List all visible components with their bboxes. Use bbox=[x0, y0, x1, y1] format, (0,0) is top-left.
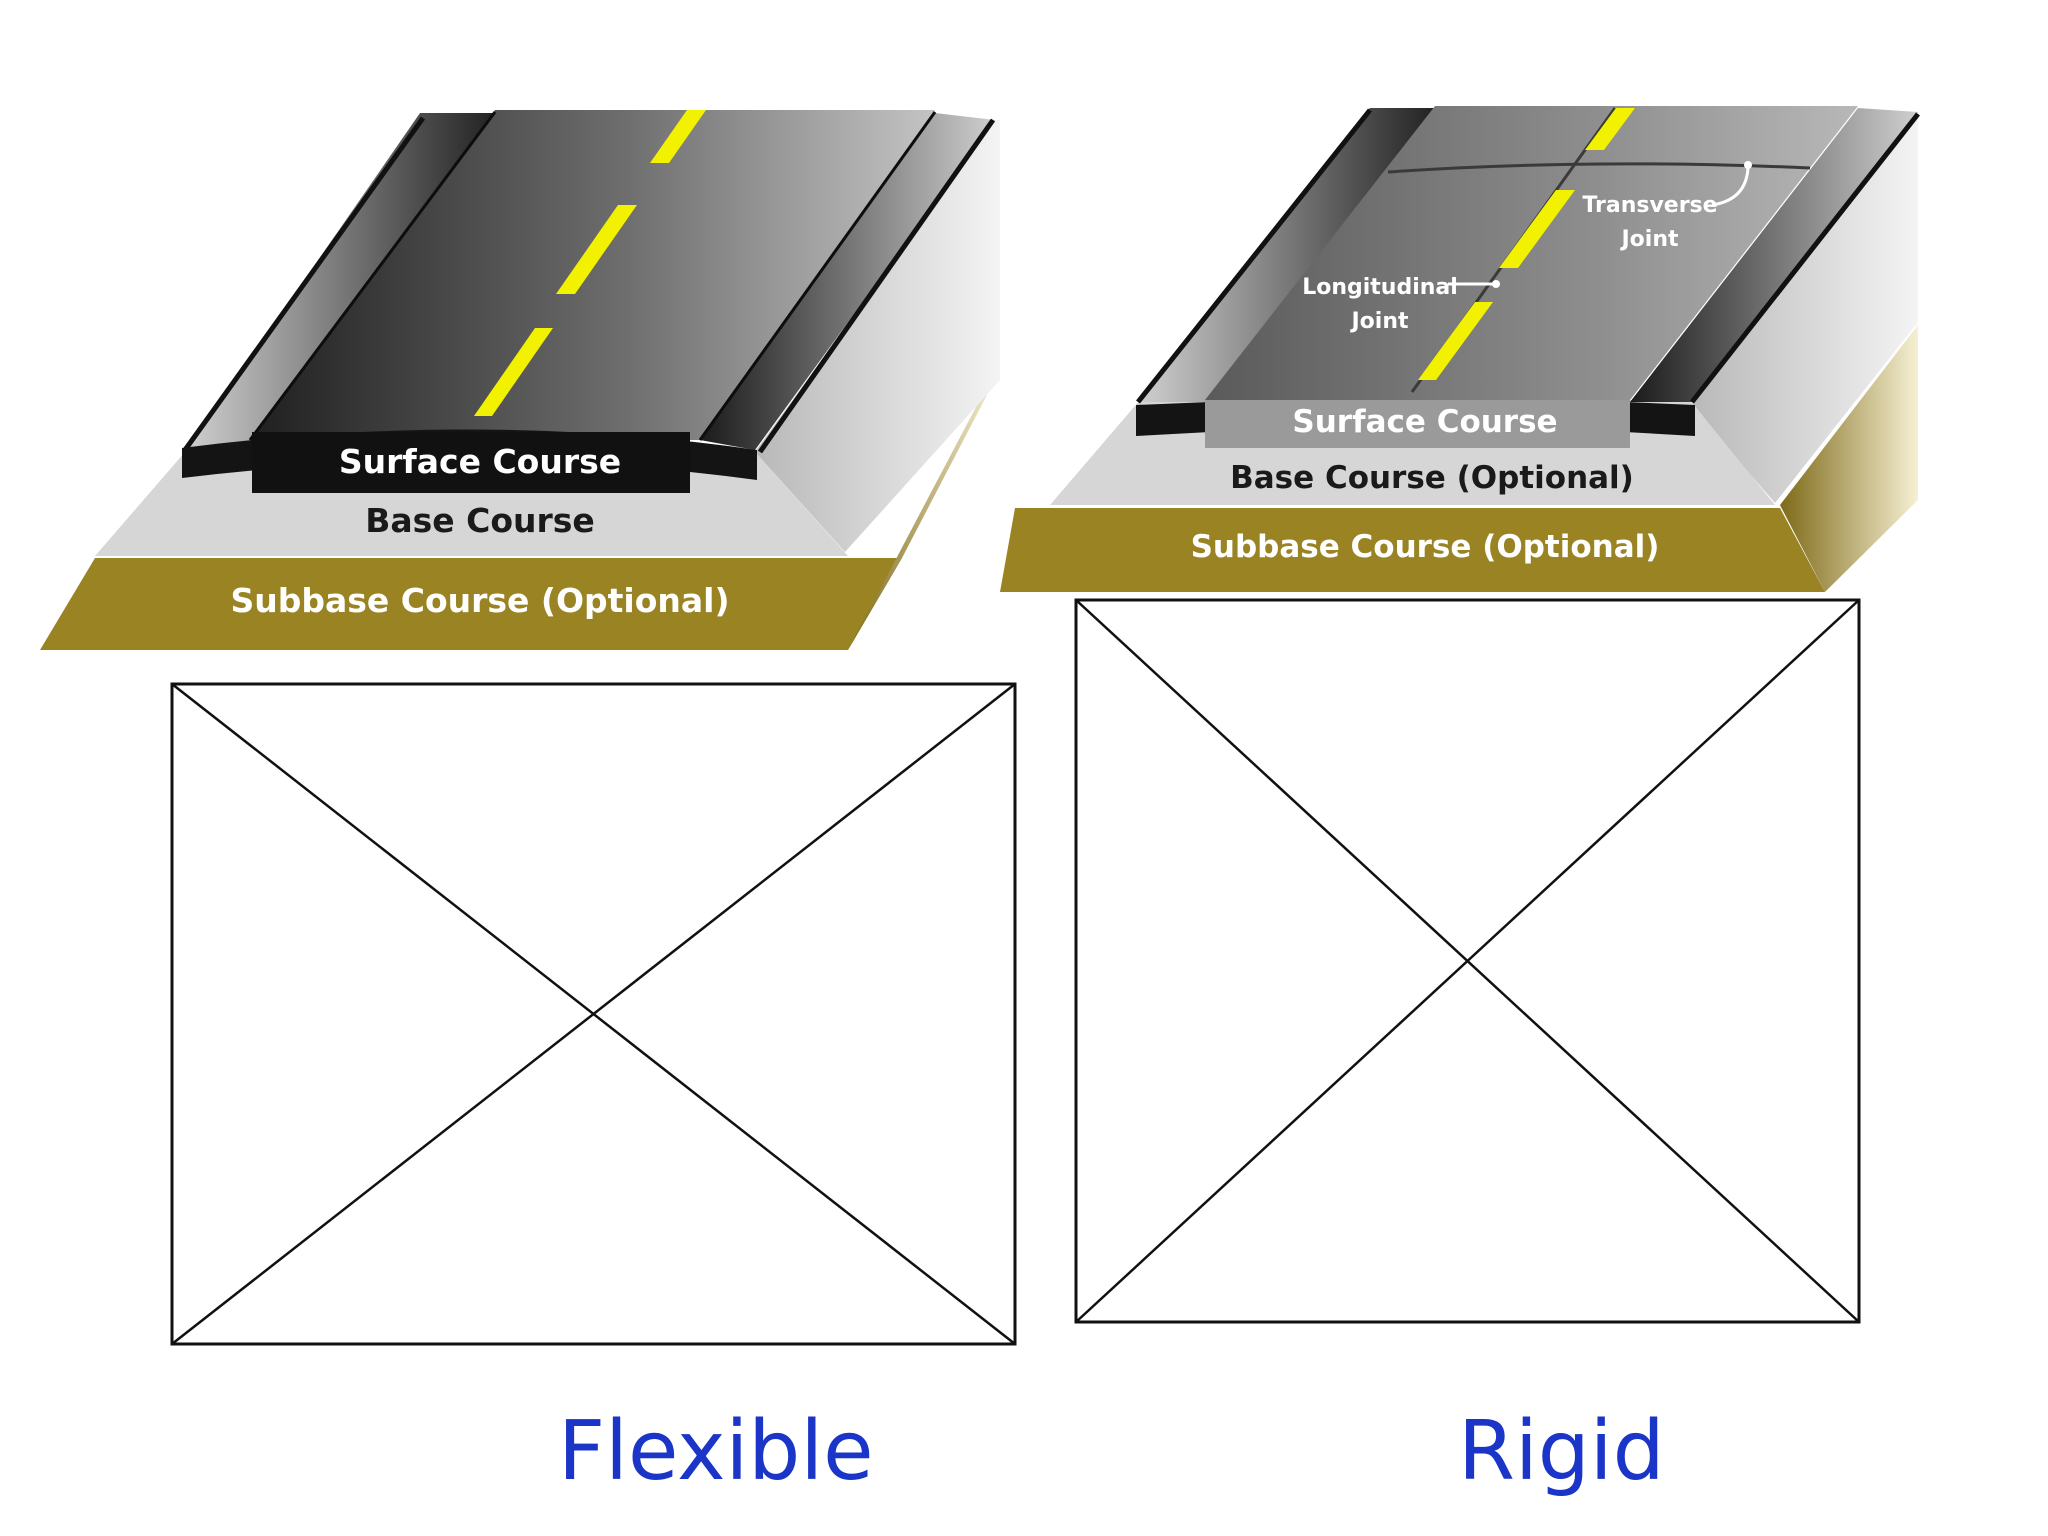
rigid-image-placeholder bbox=[1074, 598, 1861, 1324]
rigid-centerline-dash bbox=[1585, 108, 1635, 150]
flexible-left-shoulder bbox=[185, 113, 495, 452]
rigid-centerline-dash bbox=[1499, 190, 1575, 268]
flexible-road-surface bbox=[250, 110, 935, 440]
flexible-road-edge-line bbox=[698, 111, 937, 441]
flexible-road-edge-line bbox=[248, 111, 497, 441]
rigid-surface-course-band bbox=[1205, 400, 1630, 448]
rigid-edge-line-left bbox=[1136, 108, 1372, 404]
flexible-surface-course-label: Surface Course bbox=[339, 442, 621, 481]
rigid-longitudinal-joint-label-line1: Longitudinal bbox=[1302, 275, 1458, 300]
rigid-subbase-side bbox=[1780, 325, 1918, 592]
flexible-centerline-dash bbox=[650, 110, 706, 163]
rigid-left-shoulder bbox=[1138, 108, 1435, 402]
flexible-centerline-dash bbox=[556, 205, 637, 294]
rigid-embankment-slope bbox=[1690, 112, 1918, 503]
flexible-right-shoulder bbox=[700, 113, 995, 450]
rigid-right-shoulder bbox=[1630, 108, 1918, 402]
rigid-transverse-joint-label-line2: Joint bbox=[1619, 227, 1679, 252]
flexible-centerline-dash bbox=[474, 328, 553, 416]
rigid-caption: Rigid bbox=[1458, 1404, 1665, 1499]
flexible-surface-course-band bbox=[252, 432, 690, 493]
flexible-pavement-illustration: Surface Course Base Course Subbase Cours… bbox=[40, 110, 1000, 650]
rigid-edge-line-right bbox=[1690, 112, 1920, 404]
rigid-longitudinal-joint-label-line2: Joint bbox=[1349, 309, 1409, 334]
flexible-subbase-side bbox=[848, 370, 1000, 650]
flexible-image-placeholder bbox=[170, 682, 1017, 1346]
flexible-subbase-layer bbox=[40, 558, 902, 650]
rigid-base-course-label: Base Course (Optional) bbox=[1230, 460, 1634, 496]
flexible-base-course-label: Base Course bbox=[365, 501, 595, 540]
flexible-edge-line-right bbox=[757, 118, 996, 454]
flexible-edge-line-left bbox=[182, 116, 426, 452]
rigid-concrete-slab bbox=[1205, 106, 1858, 400]
rigid-right-curb bbox=[1625, 402, 1695, 436]
rigid-subbase-course-label: Subbase Course (Optional) bbox=[1191, 529, 1660, 565]
flexible-subbase-course-label: Subbase Course (Optional) bbox=[230, 581, 729, 620]
rigid-left-curb bbox=[1136, 402, 1210, 436]
rigid-transverse-joint-marker bbox=[1744, 161, 1752, 169]
rigid-pavement-illustration: Longitudinal Joint Transverse Joint Surf… bbox=[1000, 106, 1920, 592]
rigid-surface-course-label: Surface Course bbox=[1292, 404, 1557, 440]
rigid-transverse-joint-label-line1: Transverse bbox=[1582, 193, 1717, 218]
rigid-centerline-dash bbox=[1418, 302, 1493, 380]
flexible-caption: Flexible bbox=[558, 1404, 874, 1499]
rigid-longitudinal-joint-marker bbox=[1492, 280, 1500, 288]
rigid-subbase-layer bbox=[1000, 508, 1825, 592]
flexible-embankment-slope bbox=[755, 120, 1000, 552]
rigid-transverse-joint-leader bbox=[1711, 167, 1750, 207]
